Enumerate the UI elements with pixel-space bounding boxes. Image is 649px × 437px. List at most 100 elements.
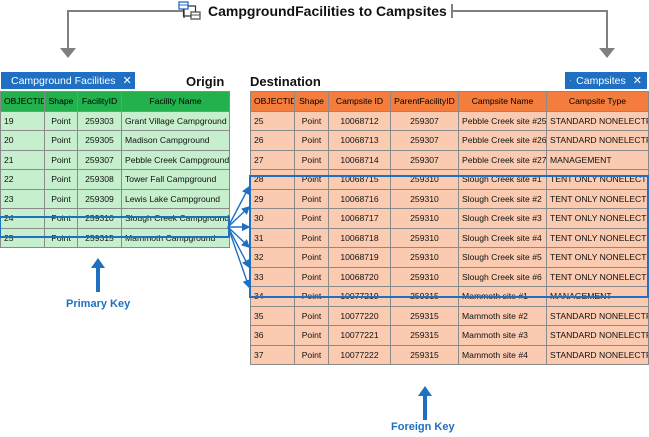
column-header[interactable]: Shape (294, 91, 329, 112)
destination-table: OBJECTID Shape Campsite ID ParentFacilit… (250, 91, 649, 365)
cell: 259310 (390, 208, 459, 229)
column-header[interactable]: OBJECTID (250, 91, 295, 112)
cell: 10068712 (328, 110, 391, 131)
origin-header-row: OBJECTID Shape FacilityID Facility Name (0, 91, 230, 112)
cell: 259307 (390, 110, 459, 131)
column-header[interactable]: ParentFacilityID (390, 91, 459, 112)
cell: Madison Campground (121, 130, 230, 151)
cell: 33 (250, 266, 295, 287)
cell: TENT ONLY NONELECTRIC (546, 266, 649, 287)
tab-campground-facilities[interactable]: Campground Facilities ✕ (1, 72, 135, 89)
cell: STANDARD NONELECTRIC (546, 110, 649, 131)
cell: 259310 (390, 247, 459, 268)
cell: Point (294, 305, 329, 326)
tab-label: Campground Facilities (11, 74, 116, 87)
close-icon[interactable]: ✕ (632, 75, 642, 87)
cell: 26 (250, 130, 295, 151)
cell: Slough Creek site #4 (458, 227, 547, 248)
relationship-icon (178, 1, 201, 20)
cell: 10077220 (328, 305, 391, 326)
cell: Mammoth site #3 (458, 325, 547, 346)
cell: 259305 (77, 130, 122, 151)
cell: 20 (0, 130, 45, 151)
cell: Pebble Creek site #25 (458, 110, 547, 131)
cell: STANDARD NONELECTRIC (546, 130, 649, 151)
cell: 10068714 (328, 149, 391, 170)
column-header[interactable]: Shape (44, 91, 78, 112)
cell: STANDARD NONELECTRIC (546, 344, 649, 365)
foreign-key-label: Foreign Key (391, 421, 455, 433)
cell: Pebble Creek site #26 (458, 130, 547, 151)
close-icon[interactable]: ✕ (122, 75, 132, 87)
foreign-key-arrow (418, 386, 432, 420)
connector-line-right (452, 10, 608, 12)
cell: Point (44, 208, 78, 229)
column-header[interactable]: Campsite ID (328, 91, 391, 112)
cell: STANDARD NONELECTRIC (546, 325, 649, 346)
origin-table: OBJECTID Shape FacilityID Facility Name … (0, 91, 230, 248)
cell: Point (294, 188, 329, 209)
cell: TENT ONLY NONELECTRIC (546, 227, 649, 248)
cell: Point (44, 149, 78, 170)
column-header[interactable]: FacilityID (77, 91, 122, 112)
cell: 27 (250, 149, 295, 170)
origin-label: Origin (186, 74, 225, 89)
cell: 259307 (390, 149, 459, 170)
cell: 28 (250, 169, 295, 190)
cell: 259307 (390, 130, 459, 151)
cell: TENT ONLY NONELECTRIC (546, 247, 649, 268)
cell: Point (294, 344, 329, 365)
cell: Lewis Lake Campground (121, 188, 230, 209)
relationship-title: CampgroundFacilities to Campsites (178, 0, 452, 22)
column-header[interactable]: Campsite Name (458, 91, 547, 112)
cell: Mammoth site #4 (458, 344, 547, 365)
primary-key-arrow (91, 258, 105, 292)
cell: Point (294, 149, 329, 170)
cell: 259307 (77, 149, 122, 170)
cell: Pebble Creek site #27 (458, 149, 547, 170)
cell: Point (294, 227, 329, 248)
relationship-arrows (227, 185, 251, 289)
primary-key-label: Primary Key (66, 298, 131, 310)
column-header[interactable]: Facility Name (121, 91, 230, 112)
cell: 10077221 (328, 325, 391, 346)
connector-arrow-right (599, 48, 615, 58)
cell: 10077222 (328, 344, 391, 365)
cell: Point (294, 325, 329, 346)
cell: Point (294, 110, 329, 131)
cell: 10068715 (328, 169, 391, 190)
connector-drop-left (67, 10, 69, 52)
table-grid-icon (570, 79, 572, 82)
cell: 259315 (390, 305, 459, 326)
cell: 37 (250, 344, 295, 365)
cell: 23 (0, 188, 45, 209)
origin-highlight-box (0, 216, 230, 238)
cell: 10068713 (328, 130, 391, 151)
cell: 10068718 (328, 227, 391, 248)
cell: 259308 (77, 169, 122, 190)
cell: TENT ONLY NONELECTRIC (546, 169, 649, 190)
tab-campsites[interactable]: Campsites ✕ (565, 72, 647, 89)
cell: 24 (0, 208, 45, 229)
destination-label: Destination (250, 74, 321, 89)
column-header[interactable]: OBJECTID (0, 91, 45, 112)
cell: 19 (0, 110, 45, 131)
cell: 21 (0, 149, 45, 170)
cell: 259315 (390, 344, 459, 365)
column-header[interactable]: Campsite Type (546, 91, 649, 112)
